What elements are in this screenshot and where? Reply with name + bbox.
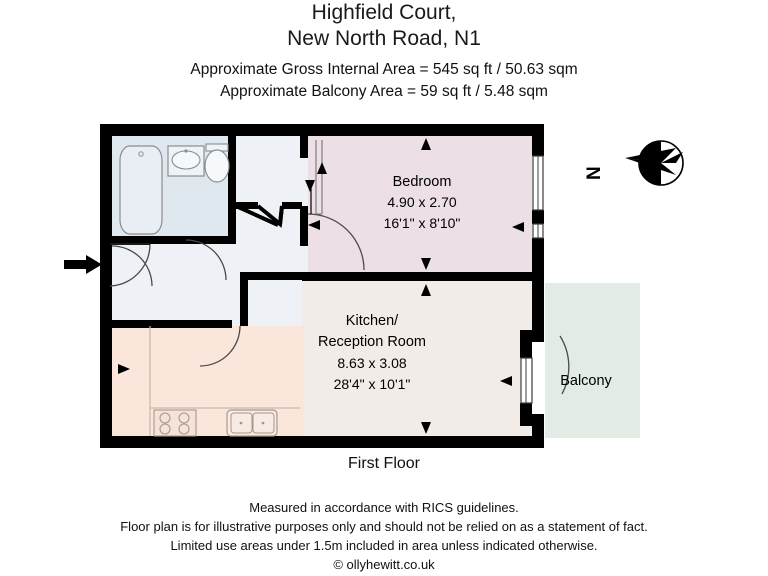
dimension-markers [118, 138, 524, 434]
reception-name-line1: Kitchen/ [346, 313, 399, 329]
footer-line-illustrative: Floor plan is for illustrative purposes … [120, 519, 648, 534]
entrance-arrow-icon [64, 255, 102, 274]
kitchen-double-sink-icon [226, 409, 278, 437]
reception-dim-metric: 8.63 x 3.08 [337, 355, 406, 371]
balcony-area-text: Approximate Balcony Area = 59 sq ft / 5.… [220, 83, 548, 100]
property-name-line1: Highfield Court, [311, 1, 457, 24]
bedroom-name: Bedroom [393, 174, 452, 190]
balcony-name: Balcony [560, 373, 612, 389]
exterior-walls [100, 124, 544, 448]
bifold-door-left-leaf [235, 204, 284, 227]
floor-level-label: First Floor [348, 455, 420, 472]
bedroom-label-group: Bedroom 4.90 x 2.70 16'1" x 8'10" [384, 174, 461, 231]
bedroom-dim-imperial: 16'1" x 8'10" [384, 215, 461, 231]
hall-upper-floor [234, 136, 308, 244]
floorplan-drawing: Bedroom 4.90 x 2.70 16'1" x 8'10" Kitche… [0, 118, 768, 458]
footer-copyright: © ollyhewitt.co.uk [333, 557, 435, 572]
door-leaf-lines [110, 243, 150, 245]
balcony-floor [545, 283, 640, 438]
reception-floor [302, 280, 532, 436]
bedroom-dim-metric: 4.90 x 2.70 [387, 194, 456, 210]
compass-north-label: N [584, 166, 605, 180]
hall-floor [112, 244, 302, 326]
bedroom-floor [308, 136, 532, 278]
sink-icon [167, 145, 205, 177]
floorplan-svg: Bedroom 4.90 x 2.70 16'1" x 8'10" Kitche… [64, 124, 684, 448]
plan-header: Highfield Court, New North Road, N1 Appr… [0, 0, 768, 103]
reception-label-group: Kitchen/ Reception Room 8.63 x 3.08 28'4… [318, 313, 426, 392]
bath-fixture [119, 145, 163, 235]
kitchen-counter [149, 326, 300, 436]
window-mullions [525, 156, 539, 403]
reception-name-line2: Reception Room [318, 334, 426, 350]
footer-line-rics: Measured in accordance with RICS guideli… [249, 500, 519, 515]
door-swing-arcs [109, 213, 570, 395]
hob-icon [153, 409, 197, 437]
reception-dim-imperial: 28'4" x 10'1" [334, 376, 411, 392]
footer-line-limited-use: Limited use areas under 1.5m included in… [170, 538, 598, 553]
internal-walls [112, 136, 532, 328]
toilet-icon [204, 143, 230, 183]
compass-rose: N [584, 140, 684, 186]
disclaimer-footer: Measured in accordance with RICS guideli… [0, 498, 768, 574]
property-address-line2: New North Road, N1 [287, 27, 481, 50]
bedroom-wall-recess [315, 140, 323, 215]
gross-internal-area-text: Approximate Gross Internal Area = 545 sq… [190, 61, 578, 78]
